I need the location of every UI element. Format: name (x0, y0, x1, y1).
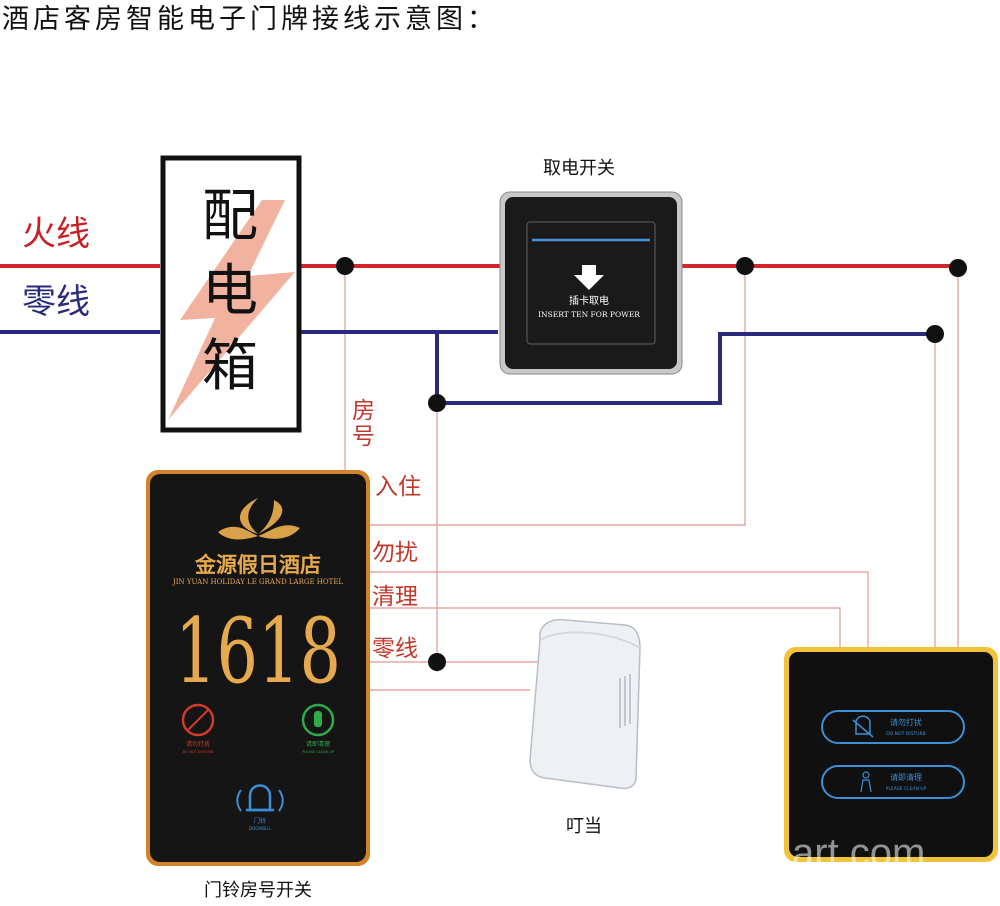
panel-dnd-button: 请勿打扰 DO NOT DISTURB (821, 710, 965, 744)
wire-label-dnd: 勿扰 (372, 540, 418, 566)
dnd-label-cn: 请勿打扰 (186, 740, 210, 748)
box-char-1: 配 (202, 184, 258, 249)
indoor-panel: 请勿打扰 DO NOT DISTURB 请即清理 PLEASE CLEAN UP (784, 647, 998, 862)
watermark: art.com (792, 831, 925, 875)
wire-checkin (370, 266, 746, 526)
diagram-title: 酒店客房智能电子门牌接线示意图： (2, 4, 498, 35)
doorbell-chime (529, 618, 641, 790)
wire-label-neutral: 零线 (372, 636, 418, 662)
power-switch-text-cn: 插卡取电 (569, 294, 609, 307)
box-char-2: 电 (202, 259, 258, 324)
dnd-indicator: 请勿打扰 DO NOT DISTURB (181, 703, 215, 754)
panel-clean-cn: 请即清理 (890, 772, 922, 782)
doorplate-caption: 门铃房号开关 (204, 880, 312, 901)
clean-label-en: PLEASE CLEAN UP (302, 750, 334, 754)
speaker-grille (619, 674, 631, 728)
box-char-3: 箱 (202, 334, 258, 399)
dnd-icon (181, 703, 215, 737)
doorplate-brand-cn: 金源假日酒店 (194, 552, 321, 577)
power-switch: 取电开关 插卡取电 INSERT TEN FOR POWER (499, 158, 683, 375)
doorbell-caption: 叮当 (566, 816, 602, 837)
wire-label-room-1: 房 (352, 398, 375, 424)
live-line-label: 火线 (22, 214, 90, 254)
neutral-line-label: 零线 (22, 282, 90, 322)
leaf-logo-icon (218, 498, 300, 540)
wire-clean (370, 607, 841, 648)
doorbell-button: 门铃 DOORBELL (236, 784, 284, 831)
bell-label-en: DOORBELL (249, 826, 272, 831)
dnd-label-en: DO NOT DISTURB (183, 750, 214, 754)
signal-wires (344, 266, 959, 691)
room-number: 1618 (175, 599, 341, 704)
wire-label-checkin: 入住 (375, 474, 421, 500)
power-switch-text-en: INSERT TEN FOR POWER (538, 310, 640, 319)
doorplate-brand-en: JIN YUAN HOLIDAY LE GRAND LARGE HOTEL (172, 578, 344, 586)
power-switch-caption: 取电开关 (543, 158, 615, 179)
doorplate: 金源假日酒店 JIN YUAN HOLIDAY LE GRAND LARGE H… (146, 470, 370, 866)
panel-dnd-en: DO NOT DISTURB (886, 731, 925, 737)
clean-icon (301, 703, 335, 737)
lightning-icon (168, 200, 295, 420)
panel-clean-icon (862, 771, 870, 779)
panel-clean-en: PLEASE CLEAN UP (886, 786, 927, 792)
wire-label-room-2: 号 (352, 424, 375, 450)
clean-indicator: 请即清理 PLEASE CLEAN UP (301, 703, 335, 754)
wire-label-clean: 清理 (372, 584, 418, 610)
distribution-box: 配 电 箱 (160, 155, 302, 433)
wire-dnd (370, 571, 869, 648)
bell-icon (248, 784, 272, 812)
panel-clean-button: 请即清理 PLEASE CLEAN UP (821, 765, 965, 799)
clean-label-cn: 请即清理 (306, 740, 330, 748)
bell-label-cn: 门铃 (254, 817, 266, 825)
neutral-line (0, 330, 935, 405)
down-arrow-icon (574, 265, 604, 290)
junction-dots (336, 257, 967, 671)
panel-dnd-cn: 请勿打扰 (890, 717, 922, 727)
